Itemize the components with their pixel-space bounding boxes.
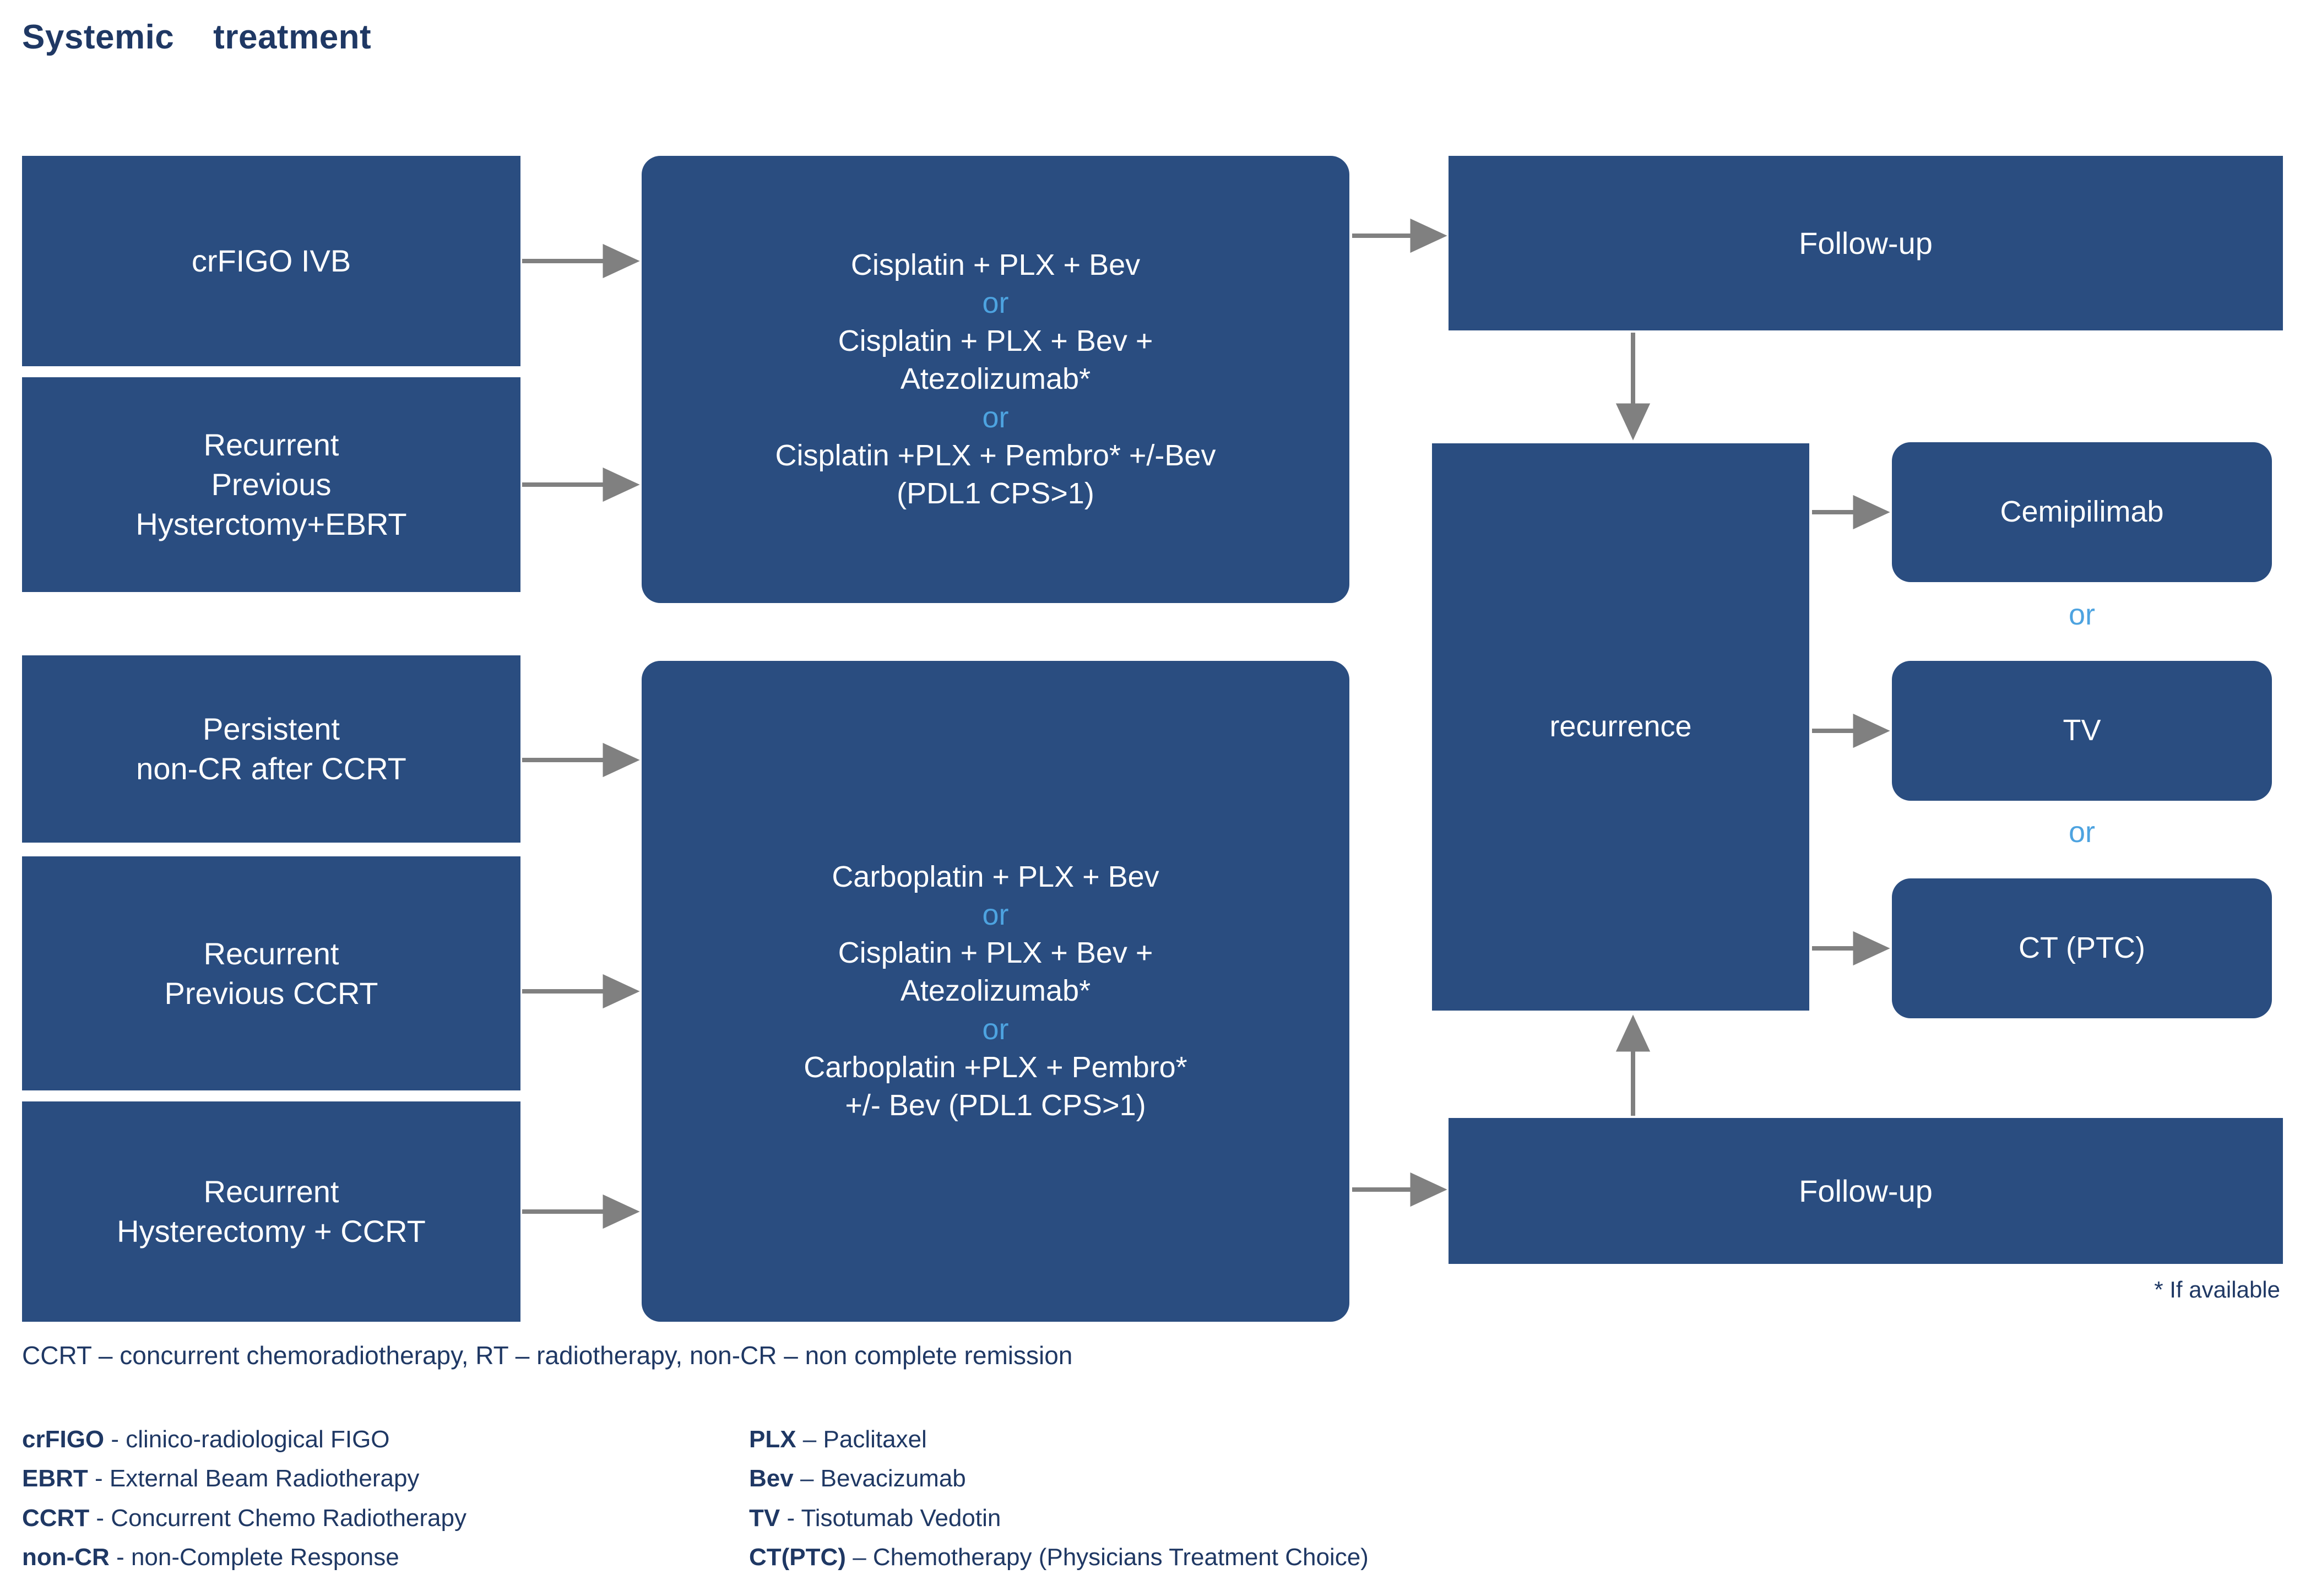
footnote-abbreviations: CCRT – concurrent chemoradiotherapy, RT … [22, 1341, 1073, 1370]
node-recurrent-previous-ccrt[interactable]: Recurrent Previous CCRT [22, 856, 520, 1090]
node-cemipilimab-label: Cemipilimab [2000, 495, 2164, 529]
regimen-line: Cisplatin + PLX + Bev [850, 248, 1141, 282]
legend-item: Bev – Bevacizumab [749, 1459, 1369, 1498]
node-crfigo-ivb[interactable]: crFIGO IVB [22, 156, 520, 366]
regimen-line: Cisplatin +PLX + Pembro* +/-Bev (PDL1 CP… [775, 438, 1216, 510]
regimen-or-label: or [982, 400, 1009, 434]
or-separator-2: or [2068, 816, 2095, 849]
legend-definition: - External Beam Radiotherapy [88, 1465, 420, 1492]
legend-item: EBRT - External Beam Radiotherapy [22, 1459, 466, 1498]
regimen-line: Cisplatin + PLX + Bev + Atezolizumab* [838, 324, 1153, 396]
node-followup-top-label: Follow-up [1799, 225, 1933, 260]
node-ct-ptc[interactable]: CT (PTC) [1892, 878, 2272, 1018]
legend-definition: – Bevacizumab [793, 1465, 966, 1492]
or-separator-1: or [2068, 598, 2095, 631]
legend-definition: - Tisotumab Vedotin [780, 1504, 1001, 1532]
legend-item: TV - Tisotumab Vedotin [749, 1499, 1369, 1538]
page-title: Systemic treatment [22, 18, 372, 56]
legend-term: non-CR [22, 1543, 110, 1571]
legend-term: Bev [749, 1465, 794, 1492]
node-recurrent-previous-hysterectomy-ebrt-label: Recurrent Previous Hysterctomy+EBRT [135, 427, 407, 541]
node-crfigo-ivb-label: crFIGO IVB [191, 243, 351, 279]
regimen-line: Carboplatin + PLX + Bev [832, 860, 1159, 894]
regimen-or-label: or [982, 1012, 1009, 1046]
node-persistent-non-cr-after-ccrt-label: Persistent non-CR after CCRT [136, 712, 406, 786]
footnote-if-available: * If available [2154, 1277, 2280, 1302]
node-tv-label: TV [2063, 714, 2101, 747]
legend-term: PLX [749, 1426, 796, 1453]
legend-term: CCRT [22, 1504, 90, 1532]
legend-item: CT(PTC) – Chemotherapy (Physicians Treat… [749, 1538, 1369, 1577]
regimen-line: Cisplatin + PLX + Bev + Atezolizumab* [838, 936, 1153, 1008]
legend-definition: - non-Complete Response [109, 1543, 399, 1571]
node-recurrent-previous-hysterectomy-ebrt[interactable]: Recurrent Previous Hysterctomy+EBRT [22, 377, 520, 592]
regimen-line: Carboplatin +PLX + Pembro* +/- Bev (PDL1… [804, 1050, 1187, 1122]
node-recurrence[interactable]: recurrence [1432, 443, 1809, 1011]
legend-item: crFIGO - clinico-radiological FIGO [22, 1420, 466, 1459]
legend-term: TV [749, 1504, 780, 1532]
legend-definition: – Paclitaxel [796, 1426, 927, 1453]
node-tv[interactable]: TV [1892, 661, 2272, 801]
node-persistent-non-cr-after-ccrt[interactable]: Persistent non-CR after CCRT [22, 655, 520, 843]
node-recurrent-previous-ccrt-label: Recurrent Previous CCRT [164, 936, 378, 1011]
legend-item: PLX – Paclitaxel [749, 1420, 1369, 1459]
node-ct-ptc-label: CT (PTC) [2019, 931, 2145, 965]
node-cemipilimab[interactable]: Cemipilimab [1892, 442, 2272, 582]
node-recurrent-hysterectomy-ccrt-label: Recurrent Hysterectomy + CCRT [117, 1174, 426, 1248]
node-recurrence-label: recurrence [1549, 710, 1692, 743]
legend-definition: - clinico-radiological FIGO [104, 1426, 390, 1453]
legend-term: EBRT [22, 1465, 88, 1492]
legend-term: CT(PTC) [749, 1543, 846, 1571]
regimen-or-label: or [982, 286, 1009, 320]
node-followup-top[interactable]: Follow-up [1449, 156, 2283, 330]
node-followup-bottom-label: Follow-up [1799, 1173, 1933, 1208]
legend-item: CCRT - Concurrent Chemo Radiotherapy [22, 1499, 466, 1538]
legend-definition: - Concurrent Chemo Radiotherapy [89, 1504, 466, 1532]
node-followup-bottom[interactable]: Follow-up [1449, 1118, 2283, 1264]
regimen-or-label: or [982, 898, 1009, 932]
legend-term: crFIGO [22, 1426, 105, 1453]
node-recurrent-hysterectomy-ccrt[interactable]: Recurrent Hysterectomy + CCRT [22, 1101, 520, 1322]
legend-definition: – Chemotherapy (Physicians Treatment Cho… [845, 1543, 1369, 1571]
legend-item: non-CR - non-Complete Response [22, 1538, 466, 1577]
